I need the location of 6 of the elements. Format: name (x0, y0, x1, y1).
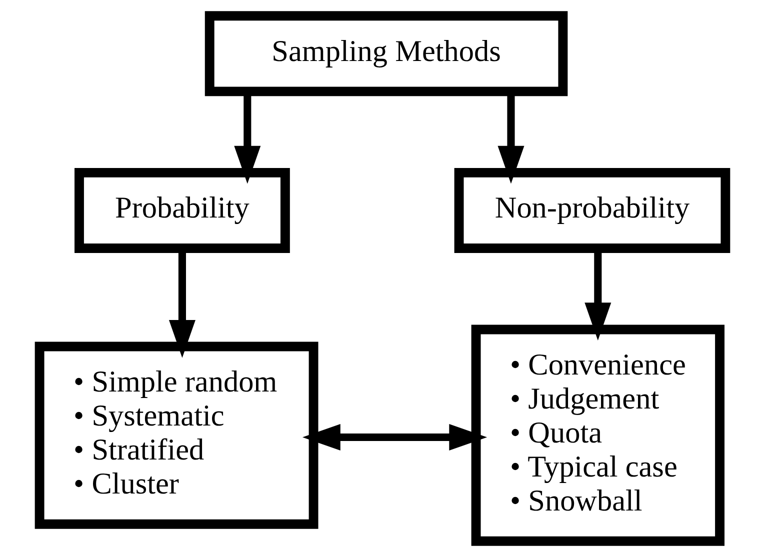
arrow (302, 424, 487, 450)
node-box: Probability (74, 168, 290, 253)
node-box: Non-probability (454, 168, 730, 253)
node-box: • Simple random • Systematic • Stratified • Cluster (34, 342, 318, 529)
node-box: Sampling Methods (204, 11, 568, 96)
node-box: • Convenience • Judgement • Quota • Typical case • Snowball (470, 324, 724, 546)
